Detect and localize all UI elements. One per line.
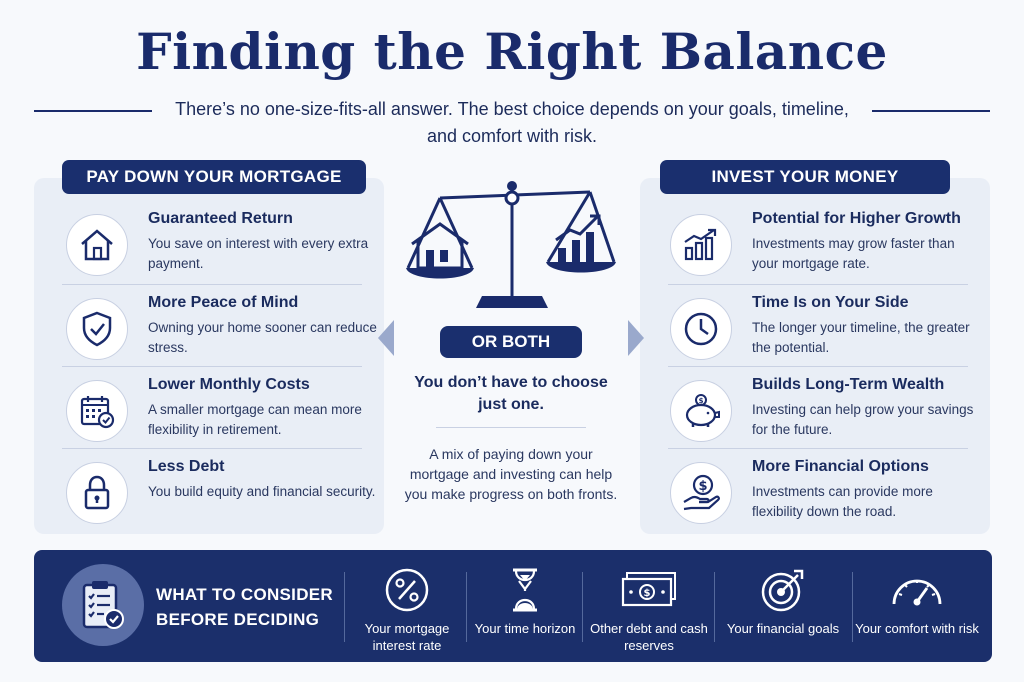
bar-divider [466, 572, 467, 642]
factor-label: Your time horizon [474, 621, 576, 636]
factor-label: Your comfort with risk [855, 621, 979, 636]
invest-panel-heading: INVEST YOUR MONEY [660, 160, 950, 194]
invest-item-wealth: $ Builds Long-Term Wealth Investing can … [670, 372, 990, 452]
item-desc: Investments may grow faster than your mo… [752, 236, 955, 271]
bar-divider [582, 572, 583, 642]
target-icon [718, 564, 848, 616]
factor-interest-rate: Your mortgage interest rate [342, 564, 472, 654]
arrow-left-icon [378, 320, 394, 356]
or-both-badge: OR BOTH [440, 326, 582, 358]
hourglass-icon [460, 564, 590, 616]
item-desc: You save on interest with every extra pa… [148, 236, 369, 271]
mortgage-item-peace-of-mind: More Peace of Mind Owning your home soon… [66, 290, 386, 370]
divider [668, 284, 968, 285]
calendar-check-icon [66, 380, 128, 442]
divider [62, 448, 362, 449]
hand-coin-icon: $ [670, 462, 732, 524]
svg-text:$: $ [698, 479, 707, 494]
item-desc: A smaller mortgage can mean more flexibi… [148, 402, 362, 437]
bar-divider [344, 572, 345, 642]
divider [668, 448, 968, 449]
balance-scale-icon [406, 181, 616, 308]
factor-risk-comfort: Your comfort with risk [852, 564, 982, 637]
title-rule-right [872, 110, 990, 112]
mortgage-item-lower-costs: Lower Monthly Costs A smaller mortgage c… [66, 372, 386, 452]
item-title: Builds Long-Term Wealth [752, 376, 945, 393]
divider [62, 366, 362, 367]
item-title: Time Is on Your Side [752, 294, 909, 311]
shield-check-icon [66, 298, 128, 360]
bar-divider [852, 572, 853, 642]
cash-icon: $ [584, 564, 714, 616]
piggy-bank-icon: $ [670, 380, 732, 442]
mortgage-item-guaranteed-return: Guaranteed Return You save on interest w… [66, 206, 386, 286]
item-desc: Owning your home sooner can reduce stres… [148, 320, 377, 355]
arrow-right-icon [628, 320, 644, 356]
considerations-bar: WHAT TO CONSIDER BEFORE DECIDING Your mo… [34, 550, 992, 662]
bar-divider [714, 572, 715, 642]
item-title: Potential for Higher Growth [752, 210, 961, 227]
item-title: More Peace of Mind [148, 294, 299, 311]
item-desc: You build equity and financial security. [148, 484, 376, 499]
mortgage-panel-heading: PAY DOWN YOUR MORTGAGE [62, 160, 366, 194]
house-icon [66, 214, 128, 276]
factor-label: Your financial goals [726, 621, 840, 636]
item-desc: The longer your timeline, the greater th… [752, 320, 970, 355]
item-title: Guaranteed Return [148, 210, 293, 227]
invest-item-higher-growth: Potential for Higher Growth Investments … [670, 206, 990, 286]
item-title: Lower Monthly Costs [148, 376, 310, 393]
considerations-title: WHAT TO CONSIDER BEFORE DECIDING [156, 585, 333, 629]
center-divider [436, 427, 586, 428]
divider [62, 284, 362, 285]
divider [668, 366, 968, 367]
invest-item-time: Time Is on Your Side The longer your tim… [670, 290, 990, 370]
lock-icon [66, 462, 128, 524]
center-headline: You don’t have to choose just one. [414, 374, 608, 413]
item-desc: Investments can provide more flexibility… [752, 484, 933, 519]
factor-financial-goals: Your financial goals [718, 564, 848, 637]
center-description: A mix of paying down your mortgage and i… [404, 446, 618, 502]
clock-icon [670, 298, 732, 360]
page-title: Finding the Right Balance [136, 22, 888, 81]
item-title: More Financial Options [752, 458, 929, 475]
item-desc: Investing can help grow your savings for… [752, 402, 974, 437]
svg-text:$: $ [644, 588, 651, 599]
percent-icon [342, 564, 472, 616]
growth-chart-icon [670, 214, 732, 276]
title-rule-left [34, 110, 152, 112]
gauge-icon [852, 564, 982, 616]
clipboard-check-icon [62, 564, 144, 646]
svg-text:$: $ [699, 397, 704, 405]
page-subtitle: There’s no one-size-fits-all answer. The… [175, 99, 849, 146]
factor-label: Other debt and cash reserves [590, 621, 708, 653]
item-title: Less Debt [148, 458, 225, 475]
invest-item-options: $ More Financial Options Investments can… [670, 454, 990, 534]
factor-time-horizon: Your time horizon [460, 564, 590, 637]
factor-label: Your mortgage interest rate [364, 621, 450, 653]
factor-debt-cash: $ Other debt and cash reserves [584, 564, 714, 654]
mortgage-item-less-debt: Less Debt You build equity and financial… [66, 454, 386, 534]
